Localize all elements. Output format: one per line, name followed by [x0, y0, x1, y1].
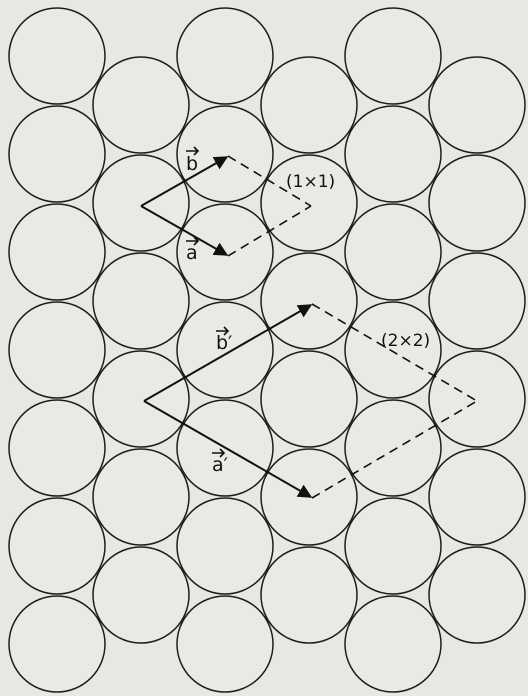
- atom-circle: [176, 301, 274, 399]
- atom-circle: [176, 595, 274, 693]
- vector-b-label: b: [186, 146, 200, 175]
- atom-circle: [92, 56, 190, 154]
- atom-circle: [428, 350, 526, 448]
- overarrow-icon: [186, 146, 200, 156]
- atom-lattice: [8, 7, 526, 693]
- atom-circle: [260, 252, 358, 350]
- svg-text:a′: a′: [212, 454, 228, 476]
- overarrow-icon: [212, 448, 226, 458]
- cell-edge-dashed: [227, 155, 312, 207]
- cell-edge-dashed: [311, 303, 478, 402]
- atom-circle: [8, 105, 106, 203]
- atom-circle: [428, 448, 526, 546]
- atom-circle: [428, 546, 526, 644]
- vector-a-prime-label: a′: [212, 448, 228, 476]
- atom-circle: [176, 497, 274, 595]
- vector-b-prime-label: b′: [216, 326, 232, 354]
- atom-circle: [92, 546, 190, 644]
- atom-circle: [344, 7, 442, 105]
- atom-circle: [92, 448, 190, 546]
- svg-text:b′: b′: [216, 332, 232, 354]
- atom-circle: [260, 154, 358, 252]
- cell-edge-dashed: [311, 400, 478, 499]
- vector-a-prime: [143, 400, 313, 498]
- atom-circle: [344, 203, 442, 301]
- atom-circle: [176, 105, 274, 203]
- svg-text:a: a: [186, 242, 198, 264]
- atom-circle: [344, 105, 442, 203]
- vector-a-label: a: [186, 236, 200, 264]
- atom-circle: [8, 595, 106, 693]
- atom-circle: [92, 350, 190, 448]
- atom-circle: [92, 252, 190, 350]
- atom-circle: [260, 546, 358, 644]
- vector-a: [140, 205, 229, 256]
- label-2x2: (2×2): [381, 331, 430, 351]
- atom-circle: [428, 154, 526, 252]
- atom-circle: [8, 7, 106, 105]
- atom-circle: [344, 595, 442, 693]
- atom-circle: [344, 497, 442, 595]
- vector-b-prime: [143, 304, 313, 402]
- atom-circle: [176, 7, 274, 105]
- svg-text:b: b: [186, 153, 198, 175]
- atom-circle: [8, 301, 106, 399]
- atom-circle: [428, 56, 526, 154]
- atom-circle: [8, 399, 106, 497]
- atom-circle: [344, 399, 442, 497]
- label-1x1: (1×1): [286, 172, 335, 192]
- overarrow-icon: [216, 326, 230, 336]
- atom-circle: [8, 203, 106, 301]
- atom-circle: [344, 301, 442, 399]
- cell-edge-dashed: [227, 205, 312, 257]
- unit-cell-2x2: [143, 303, 478, 499]
- atom-circle: [92, 154, 190, 252]
- atom-circle: [260, 350, 358, 448]
- atom-circle: [428, 252, 526, 350]
- atom-circle: [260, 56, 358, 154]
- overarrow-icon: [186, 236, 200, 246]
- atom-circle: [8, 497, 106, 595]
- unit-cell-1x1: [140, 155, 312, 257]
- vector-b: [140, 156, 229, 207]
